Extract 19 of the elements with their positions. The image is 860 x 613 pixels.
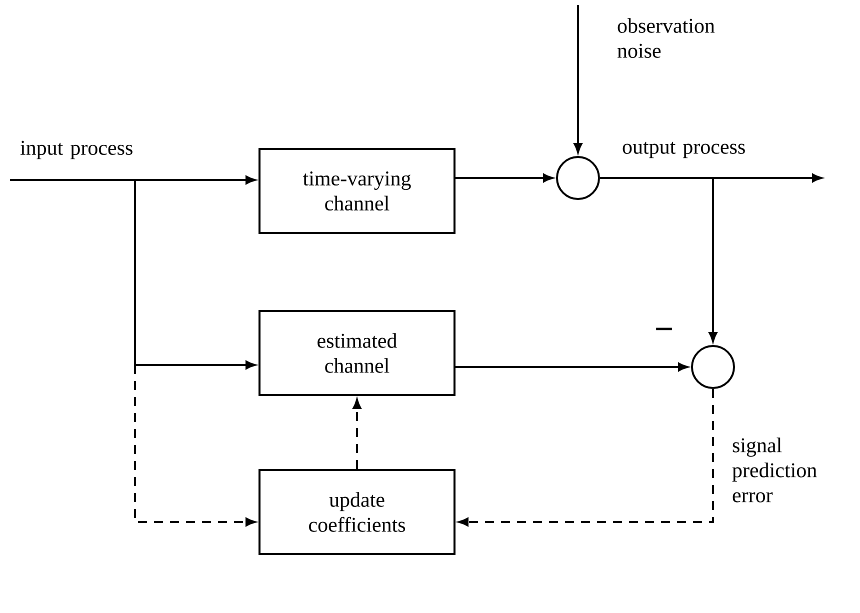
arrow: [10, 176, 256, 184]
minus-sign: −: [656, 328, 672, 330]
arrow: [456, 174, 553, 182]
summing-circle: [691, 345, 735, 389]
edge-label: input process: [20, 140, 132, 160]
summing-circle: [556, 156, 600, 200]
edge-label: signal prediction error: [732, 438, 817, 502]
process-box: update coefficients: [258, 469, 456, 555]
arrow: [134, 180, 256, 370]
process-box: estimated channel: [258, 310, 456, 396]
arrow: [574, 5, 582, 153]
process-box: time-varying channel: [258, 148, 456, 234]
edge-label: output process: [622, 142, 745, 158]
arrow: [458, 389, 714, 526]
arrow: [456, 362, 688, 372]
arrow: [134, 365, 256, 526]
arrow: [600, 177, 718, 342]
edge-label: observation noise: [618, 18, 715, 58]
arrow: [352, 399, 362, 469]
